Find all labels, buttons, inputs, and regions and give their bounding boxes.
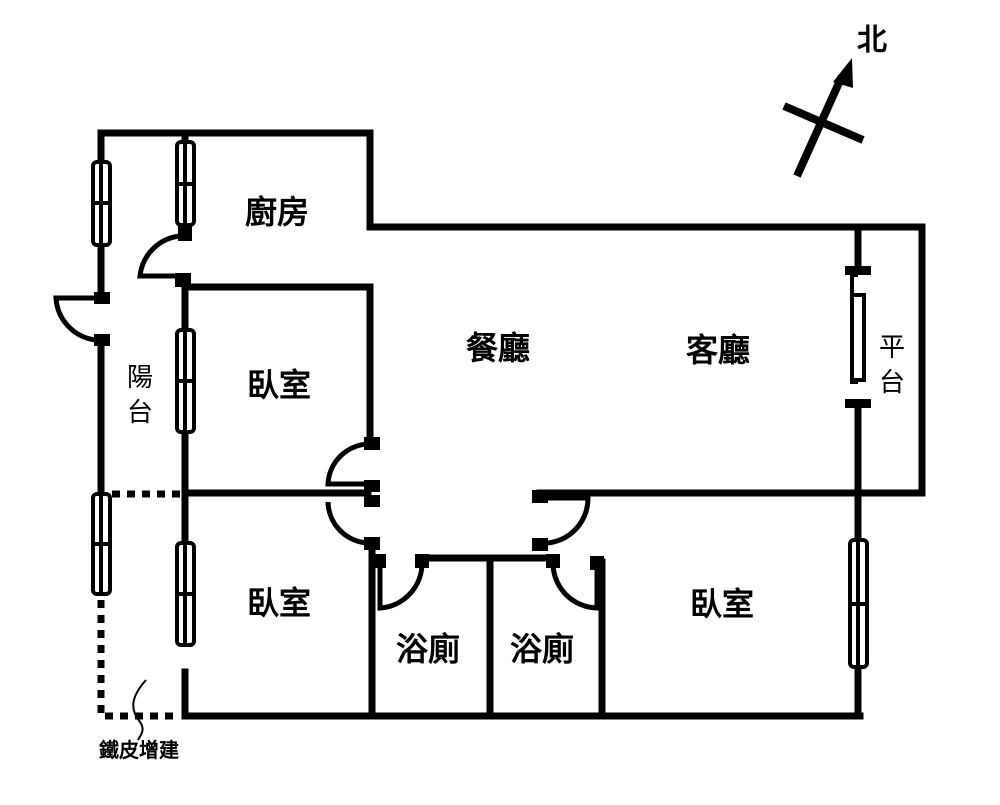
label-bath-1: 浴廁 bbox=[396, 630, 460, 668]
label-balcony-2: 台 bbox=[127, 398, 153, 428]
wall-top-kitchen bbox=[97, 129, 926, 497]
door-bath-2 bbox=[550, 561, 600, 611]
walls bbox=[97, 129, 926, 720]
door-kitchen bbox=[137, 233, 181, 279]
break-line-icon bbox=[132, 679, 147, 741]
window-bedroom-north bbox=[175, 328, 196, 434]
label-bedroom-southeast: 臥室 bbox=[690, 585, 754, 623]
label-bedroom-north: 臥室 bbox=[247, 366, 311, 404]
door-balcony bbox=[53, 295, 97, 343]
door-bath-1 bbox=[377, 561, 425, 611]
window-bedroom-southwest bbox=[175, 541, 196, 647]
window-bedroom-southeast bbox=[848, 538, 869, 669]
doors bbox=[53, 233, 600, 611]
label-kitchen: 廚房 bbox=[245, 193, 309, 231]
label-platform-2: 台 bbox=[879, 368, 905, 398]
window-balcony-top bbox=[91, 160, 112, 247]
window-living-sliding bbox=[850, 273, 866, 384]
label-platform-1: 平 bbox=[879, 333, 905, 363]
window-kitchen bbox=[175, 140, 196, 227]
label-extension: 鐵皮增建 bbox=[99, 738, 179, 762]
label-balcony-1: 陽 bbox=[127, 363, 153, 393]
windows bbox=[91, 140, 869, 669]
label-bedroom-southwest: 臥室 bbox=[247, 584, 311, 622]
north-label: 北 bbox=[857, 23, 887, 58]
window-balcony-bottom bbox=[91, 492, 112, 596]
label-living: 客廳 bbox=[686, 331, 750, 369]
label-bath-2: 浴廁 bbox=[510, 630, 574, 668]
extension-outline bbox=[97, 490, 180, 720]
north-arrow-icon bbox=[782, 58, 865, 178]
door-bedroom-southwest bbox=[325, 501, 371, 546]
label-dining: 餐廳 bbox=[466, 329, 530, 367]
door-bedroom-north bbox=[325, 441, 371, 487]
door-bedroom-southeast bbox=[537, 495, 591, 546]
wall-bedroom-north bbox=[181, 283, 374, 447]
door-jambs bbox=[94, 292, 604, 570]
